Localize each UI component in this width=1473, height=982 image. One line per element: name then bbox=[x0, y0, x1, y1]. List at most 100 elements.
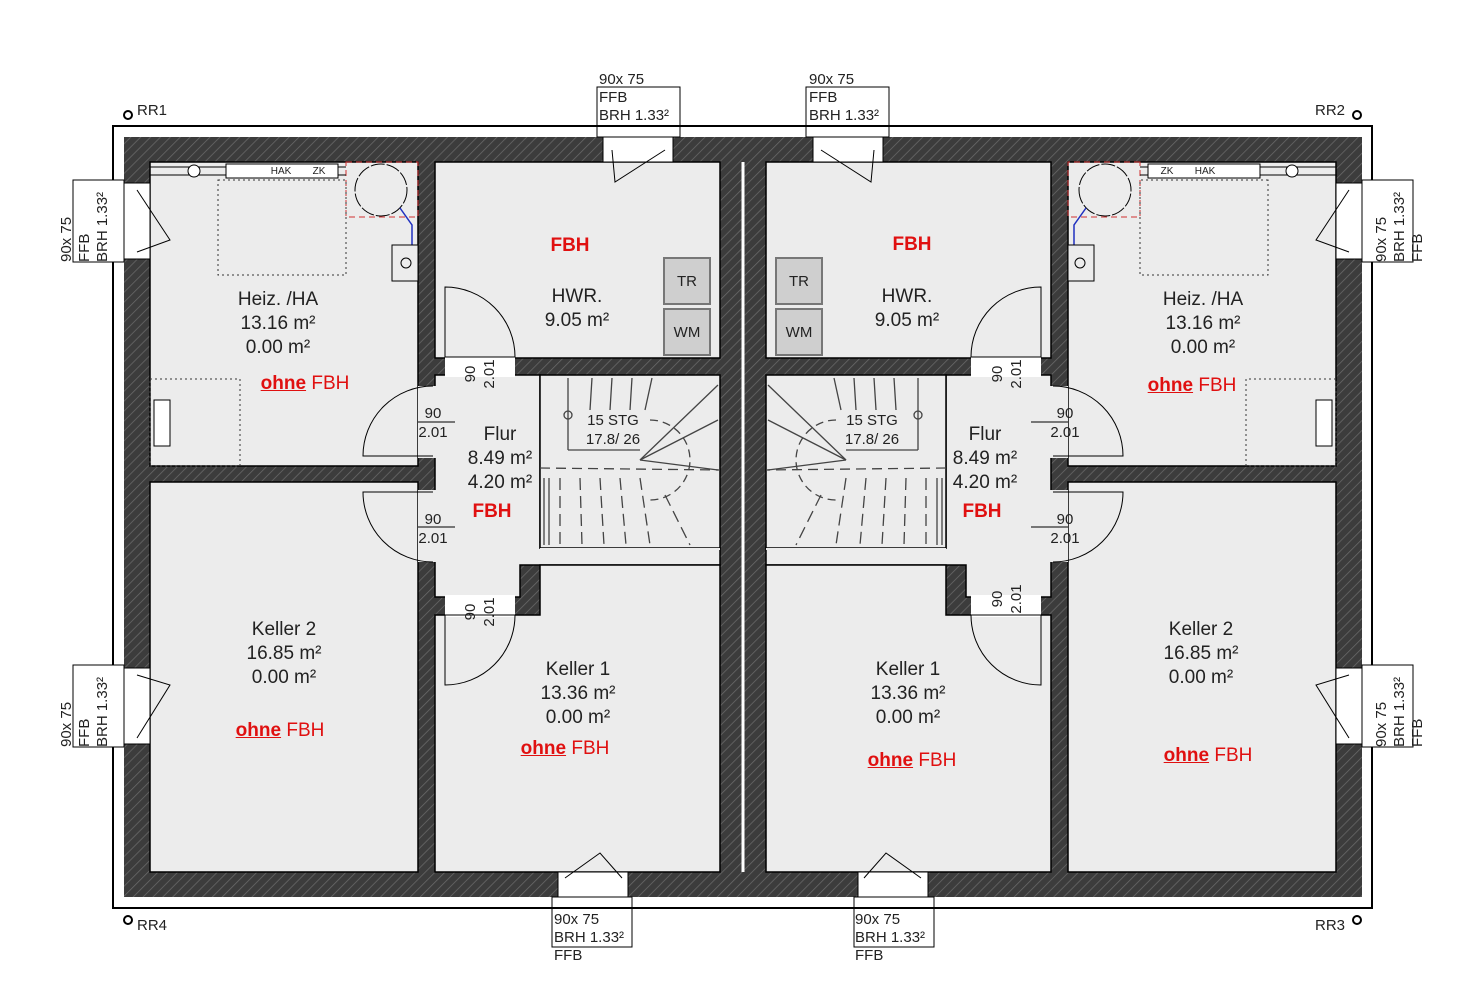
room-name: Flur bbox=[968, 424, 1002, 445]
room-area2: 0.00 m² bbox=[251, 667, 317, 688]
door-width: 90 bbox=[989, 365, 1006, 383]
door-width: 90 bbox=[462, 603, 479, 621]
room-hwr-label: HWR. 9.05 m² bbox=[875, 285, 939, 333]
ohne-text: ohne bbox=[1163, 745, 1210, 766]
ohne-text: ohne bbox=[235, 720, 282, 741]
window-brh: BRH 1.33² bbox=[1391, 191, 1408, 262]
fbh-label: FBH bbox=[550, 235, 590, 256]
room-name: Heiz. /HA bbox=[237, 289, 319, 310]
room-name: Keller 2 bbox=[251, 619, 317, 640]
door-height: 2.01 bbox=[1008, 584, 1025, 614]
room-name: Keller 1 bbox=[875, 659, 941, 680]
room-name: Keller 1 bbox=[545, 659, 611, 680]
window-ffb: FFB bbox=[1409, 718, 1426, 747]
room-name: HWR. bbox=[881, 286, 933, 307]
window-ffb: FFB bbox=[599, 89, 628, 106]
window-brh: BRH 1.33² bbox=[599, 107, 670, 124]
room-area: 13.16 m² bbox=[240, 313, 316, 334]
room-name: HWR. bbox=[551, 286, 603, 307]
window-brh: BRH 1.33² bbox=[94, 676, 111, 747]
ohne-text: ohne bbox=[867, 750, 914, 771]
window-ffb: FFB bbox=[76, 233, 93, 262]
window-ffb: FFB bbox=[554, 947, 583, 964]
fbh-label: FBH bbox=[472, 501, 512, 522]
ohne-text: ohne bbox=[260, 373, 307, 394]
window-size: 90x 75 bbox=[1373, 701, 1390, 747]
door-height: 2.01 bbox=[1050, 424, 1080, 441]
corner-label-rr3: RR3 bbox=[1315, 917, 1346, 934]
stairs-steps: 15 STG bbox=[587, 412, 639, 429]
window-size: 90x 75 bbox=[855, 911, 901, 928]
window-ffb: FFB bbox=[855, 947, 884, 964]
room-keller1-label: Keller 1 13.36 m² 0.00 m² bbox=[871, 658, 946, 730]
window-size: 90x 75 bbox=[58, 701, 75, 747]
hak-label: HAK bbox=[1194, 165, 1216, 177]
room-area: 8.49 m² bbox=[467, 448, 533, 469]
room-area: 13.36 m² bbox=[870, 683, 946, 704]
room-area: 8.49 m² bbox=[952, 448, 1018, 469]
stairs-steps: 15 STG bbox=[846, 412, 898, 429]
window-size: 90x 75 bbox=[1373, 216, 1390, 262]
room-area: 9.05 m² bbox=[874, 310, 940, 331]
fbh-text: FBH bbox=[571, 738, 610, 759]
hak-label: HAK bbox=[270, 165, 292, 177]
room-area: 16.85 m² bbox=[1163, 643, 1239, 664]
window-brh: BRH 1.33² bbox=[554, 929, 625, 946]
heating-note: ohne FBH bbox=[868, 751, 957, 770]
window-brh: BRH 1.33² bbox=[809, 107, 880, 124]
room-flur-label: Flur 8.49 m² 4.20 m² bbox=[953, 423, 1017, 495]
room-area: 16.85 m² bbox=[246, 643, 322, 664]
window-ffb: FFB bbox=[76, 718, 93, 747]
washing-machine-box: WM bbox=[663, 308, 711, 356]
window-ffb: FFB bbox=[1409, 233, 1426, 262]
dryer-box: TR bbox=[663, 257, 711, 305]
room-name: Heiz. /HA bbox=[1162, 289, 1244, 310]
room-area2: 0.00 m² bbox=[545, 707, 611, 728]
fbh-text: FBH bbox=[1214, 745, 1253, 766]
window-size: 90x 75 bbox=[599, 71, 645, 88]
window-brh: BRH 1.33² bbox=[855, 929, 926, 946]
zk-label: ZK bbox=[312, 165, 326, 177]
door-width: 90 bbox=[1056, 511, 1074, 528]
room-area2: 4.20 m² bbox=[952, 472, 1018, 493]
door-width: 90 bbox=[424, 405, 442, 422]
heating-note: ohne FBH bbox=[521, 739, 610, 758]
room-hwr-label: HWR.9.05 m² bbox=[545, 285, 609, 333]
corner-label-rr4: RR4 bbox=[137, 917, 168, 934]
fbh-label: FBH bbox=[892, 234, 932, 255]
heating-note: ohne FBH bbox=[1148, 376, 1237, 395]
door-height: 2.01 bbox=[418, 530, 448, 547]
window-brh: BRH 1.33² bbox=[1391, 676, 1408, 747]
window-brh: BRH 1.33² bbox=[94, 191, 111, 262]
door-width: 90 bbox=[1056, 405, 1074, 422]
room-name: Flur bbox=[483, 424, 517, 445]
corner-label-rr1: RR1 bbox=[137, 102, 168, 119]
window-ffb: FFB bbox=[809, 89, 838, 106]
fbh-label: FBH bbox=[962, 501, 1002, 522]
washing-machine-box: WM bbox=[775, 308, 823, 356]
door-height: 2.01 bbox=[1008, 359, 1025, 389]
ohne-text: ohne bbox=[520, 738, 567, 759]
room-area2: 0.00 m² bbox=[875, 707, 941, 728]
heating-note: ohne FBH bbox=[236, 721, 325, 740]
